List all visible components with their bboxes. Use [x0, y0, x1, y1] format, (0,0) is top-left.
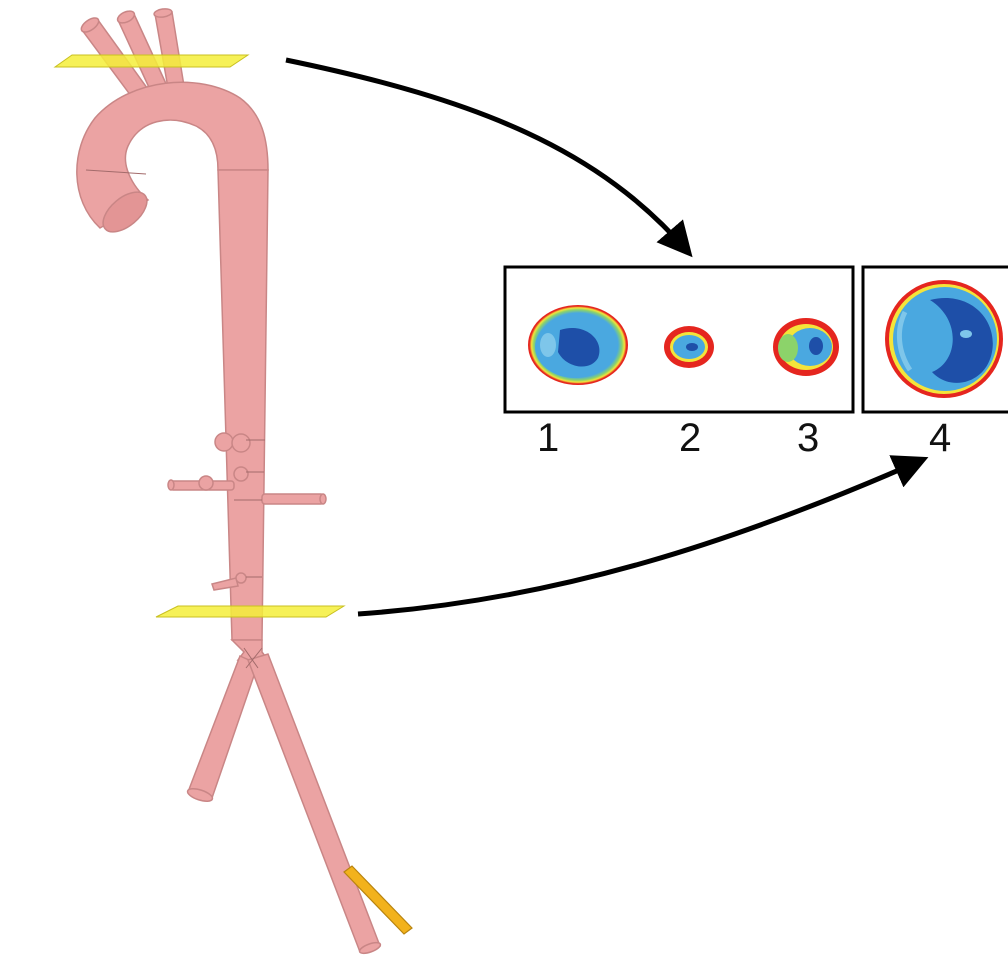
- right-iliac-artery: [188, 656, 258, 798]
- section-label-3: 3: [797, 418, 819, 458]
- left-iliac-artery: [248, 654, 380, 952]
- upper-cut-plane: [55, 55, 248, 67]
- cross-section-3: [773, 318, 839, 376]
- upper-arrow: [286, 60, 688, 252]
- lower-arrow: [358, 460, 922, 614]
- section-label-4: 4: [929, 418, 951, 458]
- cross-section-1: [528, 305, 628, 385]
- section-label-2: 2: [679, 418, 701, 458]
- descending-aorta: [218, 170, 268, 640]
- aorta-model: [77, 8, 382, 956]
- section-label-1: 1: [537, 418, 559, 458]
- cross-section-2: [664, 326, 714, 368]
- cross-section-4: [885, 280, 1003, 398]
- lower-cut-plane: [156, 606, 344, 617]
